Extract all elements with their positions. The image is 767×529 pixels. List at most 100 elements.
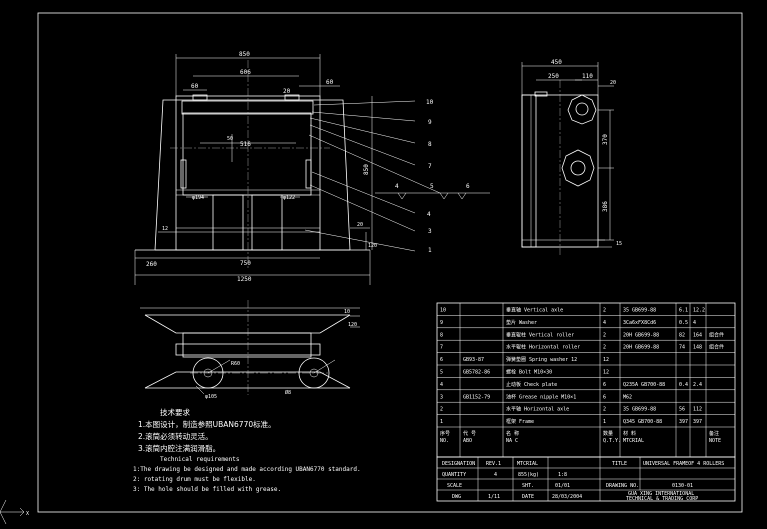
notes-cn-2: 2.滚筒必须转动灵活。 [138,431,213,441]
tb-quantity-lbl: QUANTITY [442,472,466,478]
bom-cell-r6-c3: 6 [603,382,606,388]
tb-mass-ratio: 1:8 [558,472,567,478]
bom-cell-r0-c4: 35 GB699-88 [623,308,656,314]
dim-850-v: 850 [363,164,370,175]
bom-header-sub-0: NO. [440,438,449,444]
side-view: 450 250 110 20 370 386 15 [521,59,622,255]
bom-cell-r7-c4: M62 [623,394,632,400]
dim-20b: 20 [357,222,363,228]
callouts: 10 9 8 7 4 3 1 4 5 6 [304,99,490,254]
bom-cell-r0-c5: 6.1 [679,308,688,314]
dim-phi105: φ105 [205,394,217,400]
bom-cell-r0-c2: 垂直轴 Vertical axle [506,307,563,314]
bom-cell-r3-c4: 20H GB699-88 [623,345,659,351]
front-view: 850 606 60 60 20 50 516 φ194 φ122 12 20 … [134,51,377,285]
bom-cell-r8-c2: 水平轴 Horizontal axle [506,406,569,413]
notes-en-1: 1:The drawing be designed and made accor… [133,466,361,473]
bom-cell-r5-c1: GB5782-86 [463,370,490,376]
tb-company-1: GUA XING INTERNATIONAL [628,491,694,497]
bom-cell-r2-c4: 20H GB699-88 [623,332,659,338]
bom-cell-r0-c6: 12.2 [693,308,705,314]
tb-dwg-val: 1/11 [488,494,500,500]
callout-2: 3 [428,228,432,235]
tb-date-lbl: DATE [522,494,534,500]
bom-cell-r3-c0: 7 [440,345,443,351]
tb-designation: DESIGNATION [442,461,475,467]
tb-rev: REV.1 [486,461,501,467]
bom-cell-r9-c3: 1 [603,419,606,425]
bom-cell-r2-c7: 组合件 [709,331,724,338]
bom-cell-r1-c2: 垫片 Washer [506,319,537,326]
tb-quantity: 4 [494,472,497,478]
dim-370: 370 [602,134,609,145]
bom-cell-r9-c5: 397 [679,419,688,425]
tb-title-lbl: TITLE [612,461,627,467]
callout-10: 10 [426,99,434,106]
callout-8: 8 [428,141,432,148]
bom-cell-r1-c6: 4 [693,320,696,326]
bom-cell-r1-c4: 3Ca6xFX8Cd6 [623,320,656,326]
bom-cell-r7-c2: 油杯 Grease nipple M10×1 [506,393,576,400]
bom-cell-r1-c3: 4 [603,320,606,326]
bom-cell-r7-c1: GB1152-79 [463,394,490,400]
dim-side-20: 20 [610,80,616,86]
bom-header-0: 序号 [440,430,450,437]
bom-header-sub-4: MTCRIAL [623,438,644,444]
callout-7: 7 [428,163,432,170]
dim-12: 12 [162,226,168,232]
bom-cell-r3-c5: 74 [679,345,685,351]
dim-phi194: φ194 [192,195,204,201]
section-label-5: 5 [430,183,434,190]
dim-606: 606 [240,69,251,76]
dim-120: 120 [368,243,377,249]
technical-notes: 技术要求 1.本图设计，制造参照UBAN6770标准。 2.滚筒必须转动灵活。 … [133,407,361,493]
dim-60a: 60 [191,83,199,90]
section-label-4: 4 [395,183,399,190]
dim-60b: 60 [326,79,334,86]
tb-drawing-no: 0130-01 [672,483,693,489]
dim-phi122: φ122 [283,195,295,201]
plan-view: 10 120 R60 Ø8 φ105 [140,300,360,400]
bom-cell-r2-c6: 164 [693,332,702,338]
dim-260: 260 [146,261,157,268]
dim-110: 110 [582,73,593,80]
tb-mass: 855(kg) [518,472,539,478]
bom-cell-r6-c2: 止动板 Check plate [506,381,557,388]
bom-cell-r3-c6: 148 [693,345,702,351]
bom-cell-r2-c3: 2 [603,332,606,338]
bom-cell-r8-c3: 2 [603,407,606,413]
bom-cell-r2-c5: 82 [679,332,685,338]
bom-cell-r9-c4: Q345 GB700-88 [623,419,662,425]
dim-20: 20 [283,88,291,95]
callout-1: 1 [428,247,432,254]
bom-cell-r9-c0: 1 [440,419,443,425]
bom-cell-r8-c4: 35 GB699-88 [623,407,656,413]
bom-cell-r1-c5: 0.5 [679,320,688,326]
bom-cell-r3-c2: 水平辊柱 Horizontal roller [506,344,580,351]
bom-header-1: 代 号 [463,430,476,437]
bom-cell-r3-c7: 组合件 [709,344,724,351]
dim-plan-10: 10 [344,309,350,315]
title-block: DESIGNATION REV.1 MTCRIAL QUANTITY 4 855… [436,456,736,502]
dim-250: 250 [548,73,559,80]
bom-header-sub-7: NOTE [709,438,721,444]
tb-drawing-no-lbl: DRAWING NO. [606,483,639,489]
sheet-border [37,12,743,513]
dim-516: 516 [240,141,251,148]
bom-cell-r3-c3: 2 [603,345,606,351]
bom-cell-r4-c1: GB93-87 [463,357,484,363]
bom-cell-r9-c6: 397 [693,419,702,425]
dim-15: 15 [616,241,622,247]
bom-cell-r1-c0: 9 [440,320,443,326]
bom-header-sub-1: ABO [463,438,472,444]
callout-3: 4 [427,211,431,218]
bom-cell-r4-c3: 12 [603,357,609,363]
bom-cell-r2-c0: 8 [440,332,443,338]
tb-company-2: TECHNICAL & TRADING CORP [626,496,698,502]
bom-cell-r4-c2: 弹簧垫圈 Spring washer 12 [506,356,577,363]
tb-date-val: 28/03/2004 [552,494,582,500]
dim-750: 750 [240,260,251,267]
bom-cell-r8-c6: 112 [693,407,702,413]
bom-cell-r6-c6: 2.4 [693,382,702,388]
